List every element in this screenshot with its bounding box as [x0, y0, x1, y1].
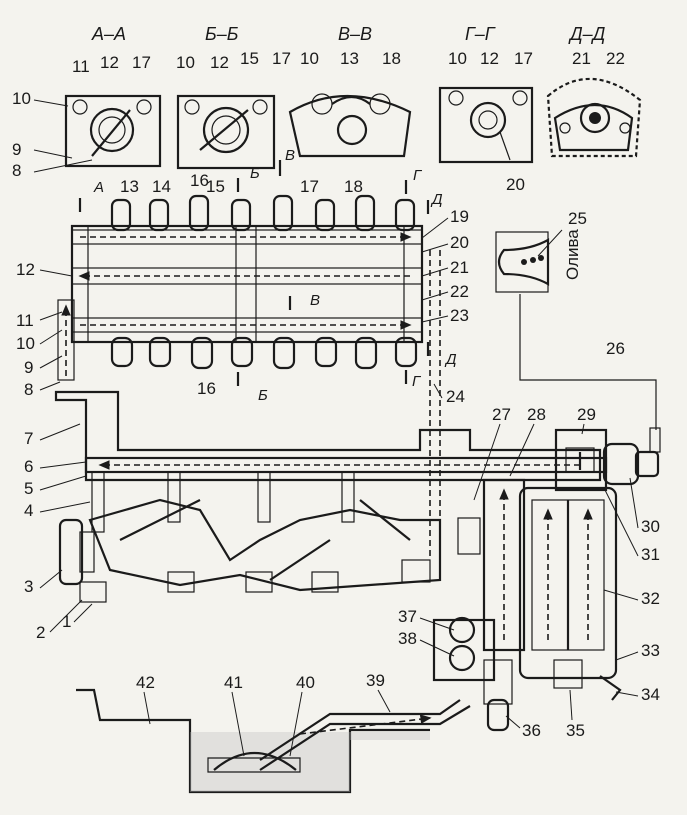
pressure-sensor: [602, 427, 661, 486]
callout-gg-12: 12: [480, 49, 499, 68]
cut-mark-v-top: В: [285, 147, 295, 164]
section-title-gg: Г–Г: [465, 24, 496, 44]
section-view-aa: [64, 94, 162, 168]
oil-gauge: Олива: [495, 229, 582, 293]
cut-mark-g-bottom: Г: [412, 373, 422, 390]
leader-lines: [33, 99, 639, 757]
callout-13: 13: [120, 177, 139, 196]
cut-markers: А Б В Г Д Б В Г Д: [78, 147, 457, 404]
callout-gg-20: 20: [506, 175, 525, 194]
callout-5: 5: [24, 479, 33, 498]
oil-filter: [482, 478, 622, 701]
callouts: 1 2 3 4 5 6 7 8 9 10 11 12 13 14 15 16 1…: [16, 177, 660, 740]
callout-aa-12: 12: [100, 53, 119, 72]
callout-17: 17: [300, 177, 319, 196]
section-title-aa: А–А: [91, 24, 126, 44]
section-view-dd: [546, 77, 642, 158]
callout-20: 20: [450, 233, 469, 252]
callout-bb-15: 15: [240, 49, 259, 68]
callout-38: 38: [398, 629, 417, 648]
callout-24: 24: [446, 387, 465, 406]
cut-mark-v-mid: В: [310, 292, 320, 309]
callout-dd-22: 22: [606, 49, 625, 68]
callout-gg-17: 17: [514, 49, 533, 68]
callout-3: 3: [24, 577, 33, 596]
callout-36: 36: [522, 721, 541, 740]
valve-housing: [554, 428, 608, 492]
callout-8: 8: [24, 380, 33, 399]
section-view-bb: [176, 94, 276, 170]
callout-26: 26: [606, 339, 625, 358]
valves-top: [110, 194, 416, 232]
section-view-gg: [438, 86, 534, 164]
callout-19: 19: [450, 207, 469, 226]
callout-11: 11: [16, 311, 34, 330]
callout-bb-16: 16: [190, 171, 209, 190]
callout-7: 7: [24, 429, 33, 448]
callout-33: 33: [641, 641, 660, 660]
callout-31: 31: [641, 545, 660, 564]
callout-vv-10: 10: [300, 49, 319, 68]
callout-aa-9: 9: [12, 140, 21, 159]
section-view-vv: [288, 93, 412, 158]
callout-bb-10: 10: [176, 53, 195, 72]
section-title-dd: Д–Д: [568, 24, 606, 44]
callout-32: 32: [641, 589, 660, 608]
callout-22: 22: [450, 282, 469, 301]
valves-bottom: [110, 336, 418, 370]
callout-21: 21: [450, 258, 469, 277]
cut-mark-d-top: Д: [430, 191, 443, 208]
callout-1: 1: [62, 612, 71, 631]
oil-pump: [432, 616, 513, 732]
callout-dd-21: 21: [572, 49, 591, 68]
callout-bb-17: 17: [272, 49, 291, 68]
callout-29: 29: [577, 405, 596, 424]
callout-42: 42: [136, 673, 155, 692]
callout-41: 41: [224, 673, 243, 692]
callout-aa-11: 11: [72, 57, 90, 76]
callout-2: 2: [36, 623, 45, 642]
callout-30: 30: [641, 517, 660, 536]
callout-40: 40: [296, 673, 315, 692]
cut-mark-b-bottom: Б: [258, 387, 268, 404]
callout-25: 25: [568, 209, 587, 228]
callout-aa-17: 17: [132, 53, 151, 72]
callout-4: 4: [24, 501, 33, 520]
callout-39: 39: [366, 671, 385, 690]
callout-28: 28: [527, 405, 546, 424]
callout-23: 23: [450, 306, 469, 325]
callout-34: 34: [641, 685, 660, 704]
callout-14: 14: [152, 177, 171, 196]
callout-16: 16: [197, 379, 216, 398]
callout-bb-12: 12: [210, 53, 229, 72]
callout-vv-18: 18: [382, 49, 401, 68]
callout-10: 10: [16, 334, 35, 353]
callout-aa-8: 8: [12, 161, 21, 180]
oil-gauge-label: Олива: [563, 229, 582, 280]
callout-12: 12: [16, 260, 35, 279]
callout-vv-13: 13: [340, 49, 359, 68]
callout-9: 9: [24, 358, 33, 377]
callout-aa-10: 10: [12, 89, 31, 108]
section-callouts: 11 12 17 10 9 8 10 12 15 17 16 10 13 18 …: [12, 49, 625, 194]
section-title-vv: В–В: [338, 24, 372, 44]
sensor-wire: [519, 294, 657, 430]
cut-mark-d-bottom: Д: [444, 351, 457, 368]
cut-mark-b-top: Б: [250, 165, 260, 182]
callout-27: 27: [492, 405, 511, 424]
section-title-bb: Б–Б: [205, 24, 239, 44]
oil-pan: [76, 688, 471, 794]
callout-6: 6: [24, 457, 33, 476]
cut-mark-a: А: [93, 179, 104, 196]
callout-15: 15: [206, 177, 225, 196]
cut-mark-g-top: Г: [413, 167, 423, 184]
callout-gg-10: 10: [448, 49, 467, 68]
callout-37: 37: [398, 607, 417, 626]
callout-18: 18: [344, 177, 363, 196]
cylinder-head-assembly: [57, 194, 424, 381]
callout-35: 35: [566, 721, 585, 740]
